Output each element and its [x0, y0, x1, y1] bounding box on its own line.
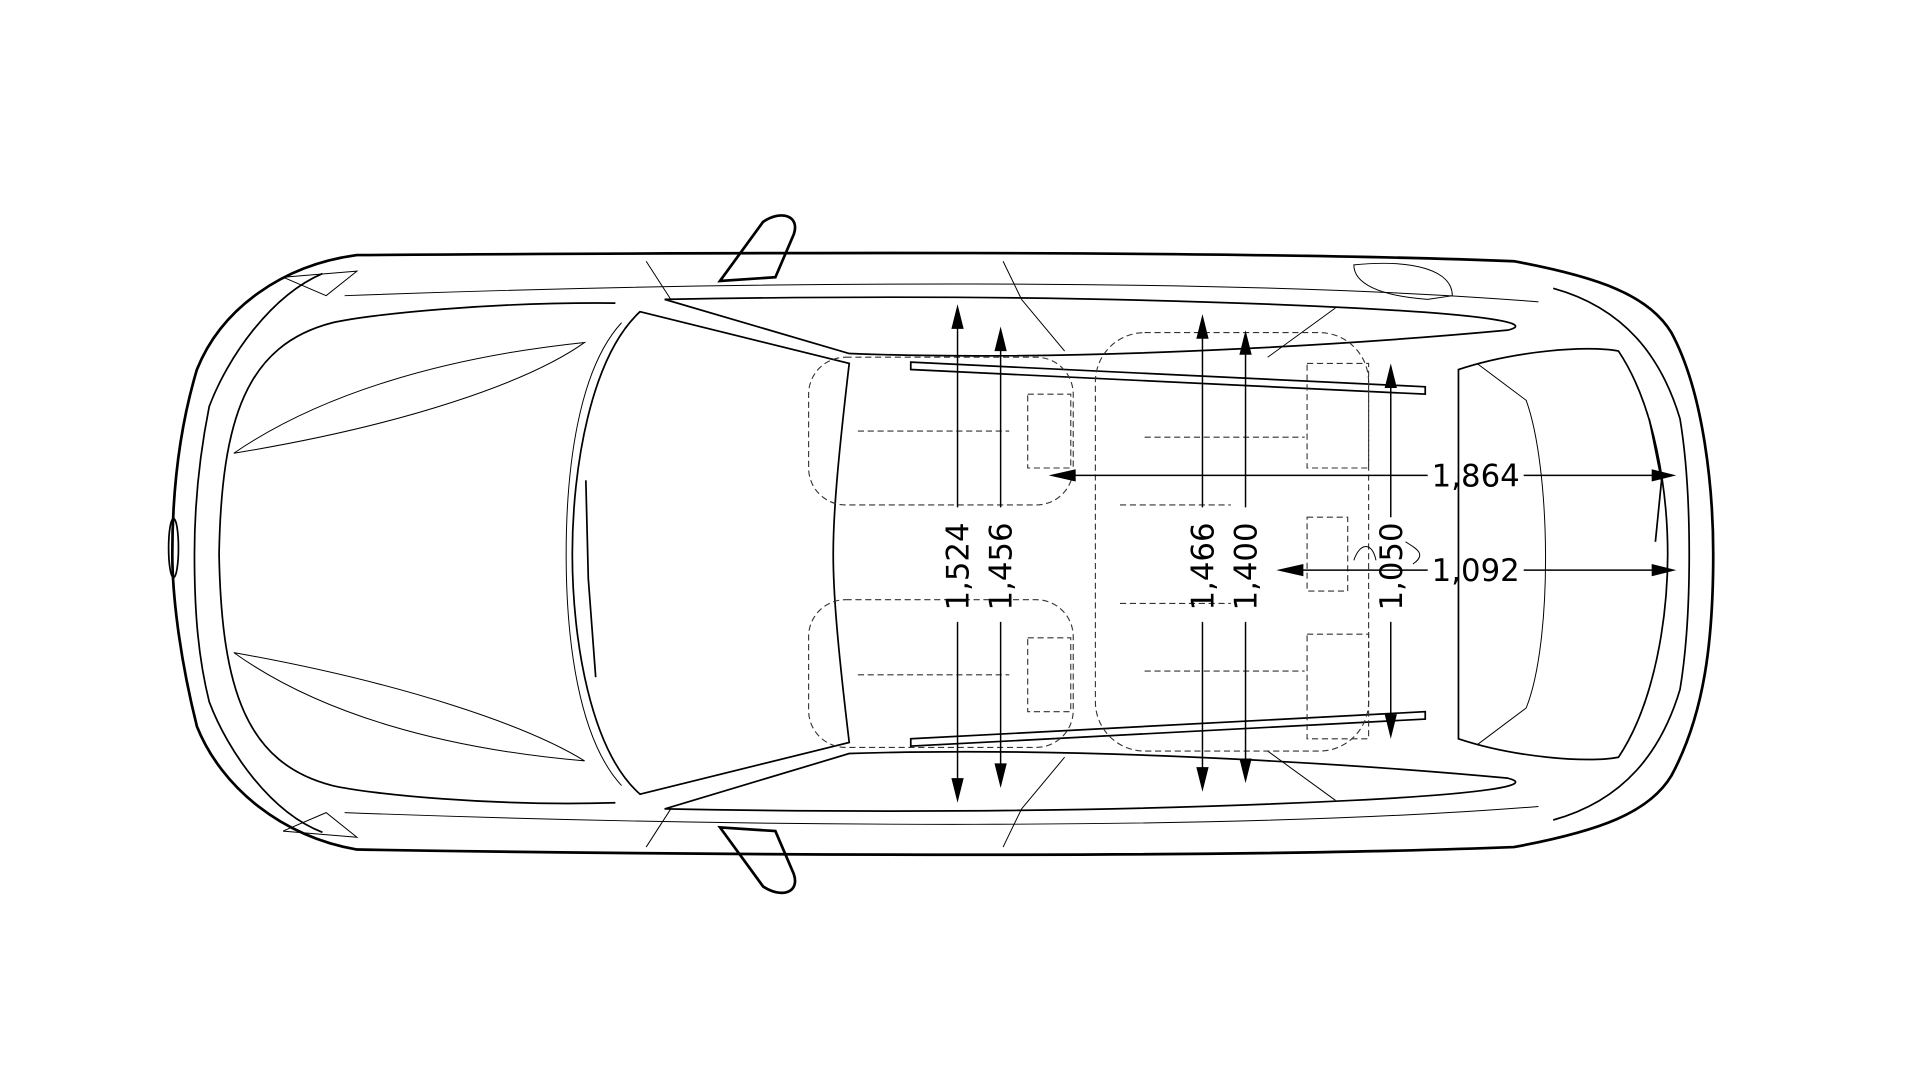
dimension-labels: 1,524 1,456 1,466 1,400 1,050 1,864 1,09… [941, 458, 1520, 610]
dim-1092-label: 1,092 [1432, 553, 1520, 589]
car-body-outline [167, 214, 1715, 895]
dim-1864-label: 1,864 [1432, 458, 1520, 494]
dim-1456-label: 1,456 [984, 522, 1020, 610]
dim-1050-label: 1,050 [1374, 522, 1410, 610]
seat-outlines [808, 332, 1421, 752]
dimension-lines [951, 304, 1677, 803]
dim-1524-label: 1,524 [941, 522, 977, 610]
dim-1400-label: 1,400 [1229, 522, 1265, 610]
dim-1466-label: 1,466 [1186, 522, 1222, 610]
